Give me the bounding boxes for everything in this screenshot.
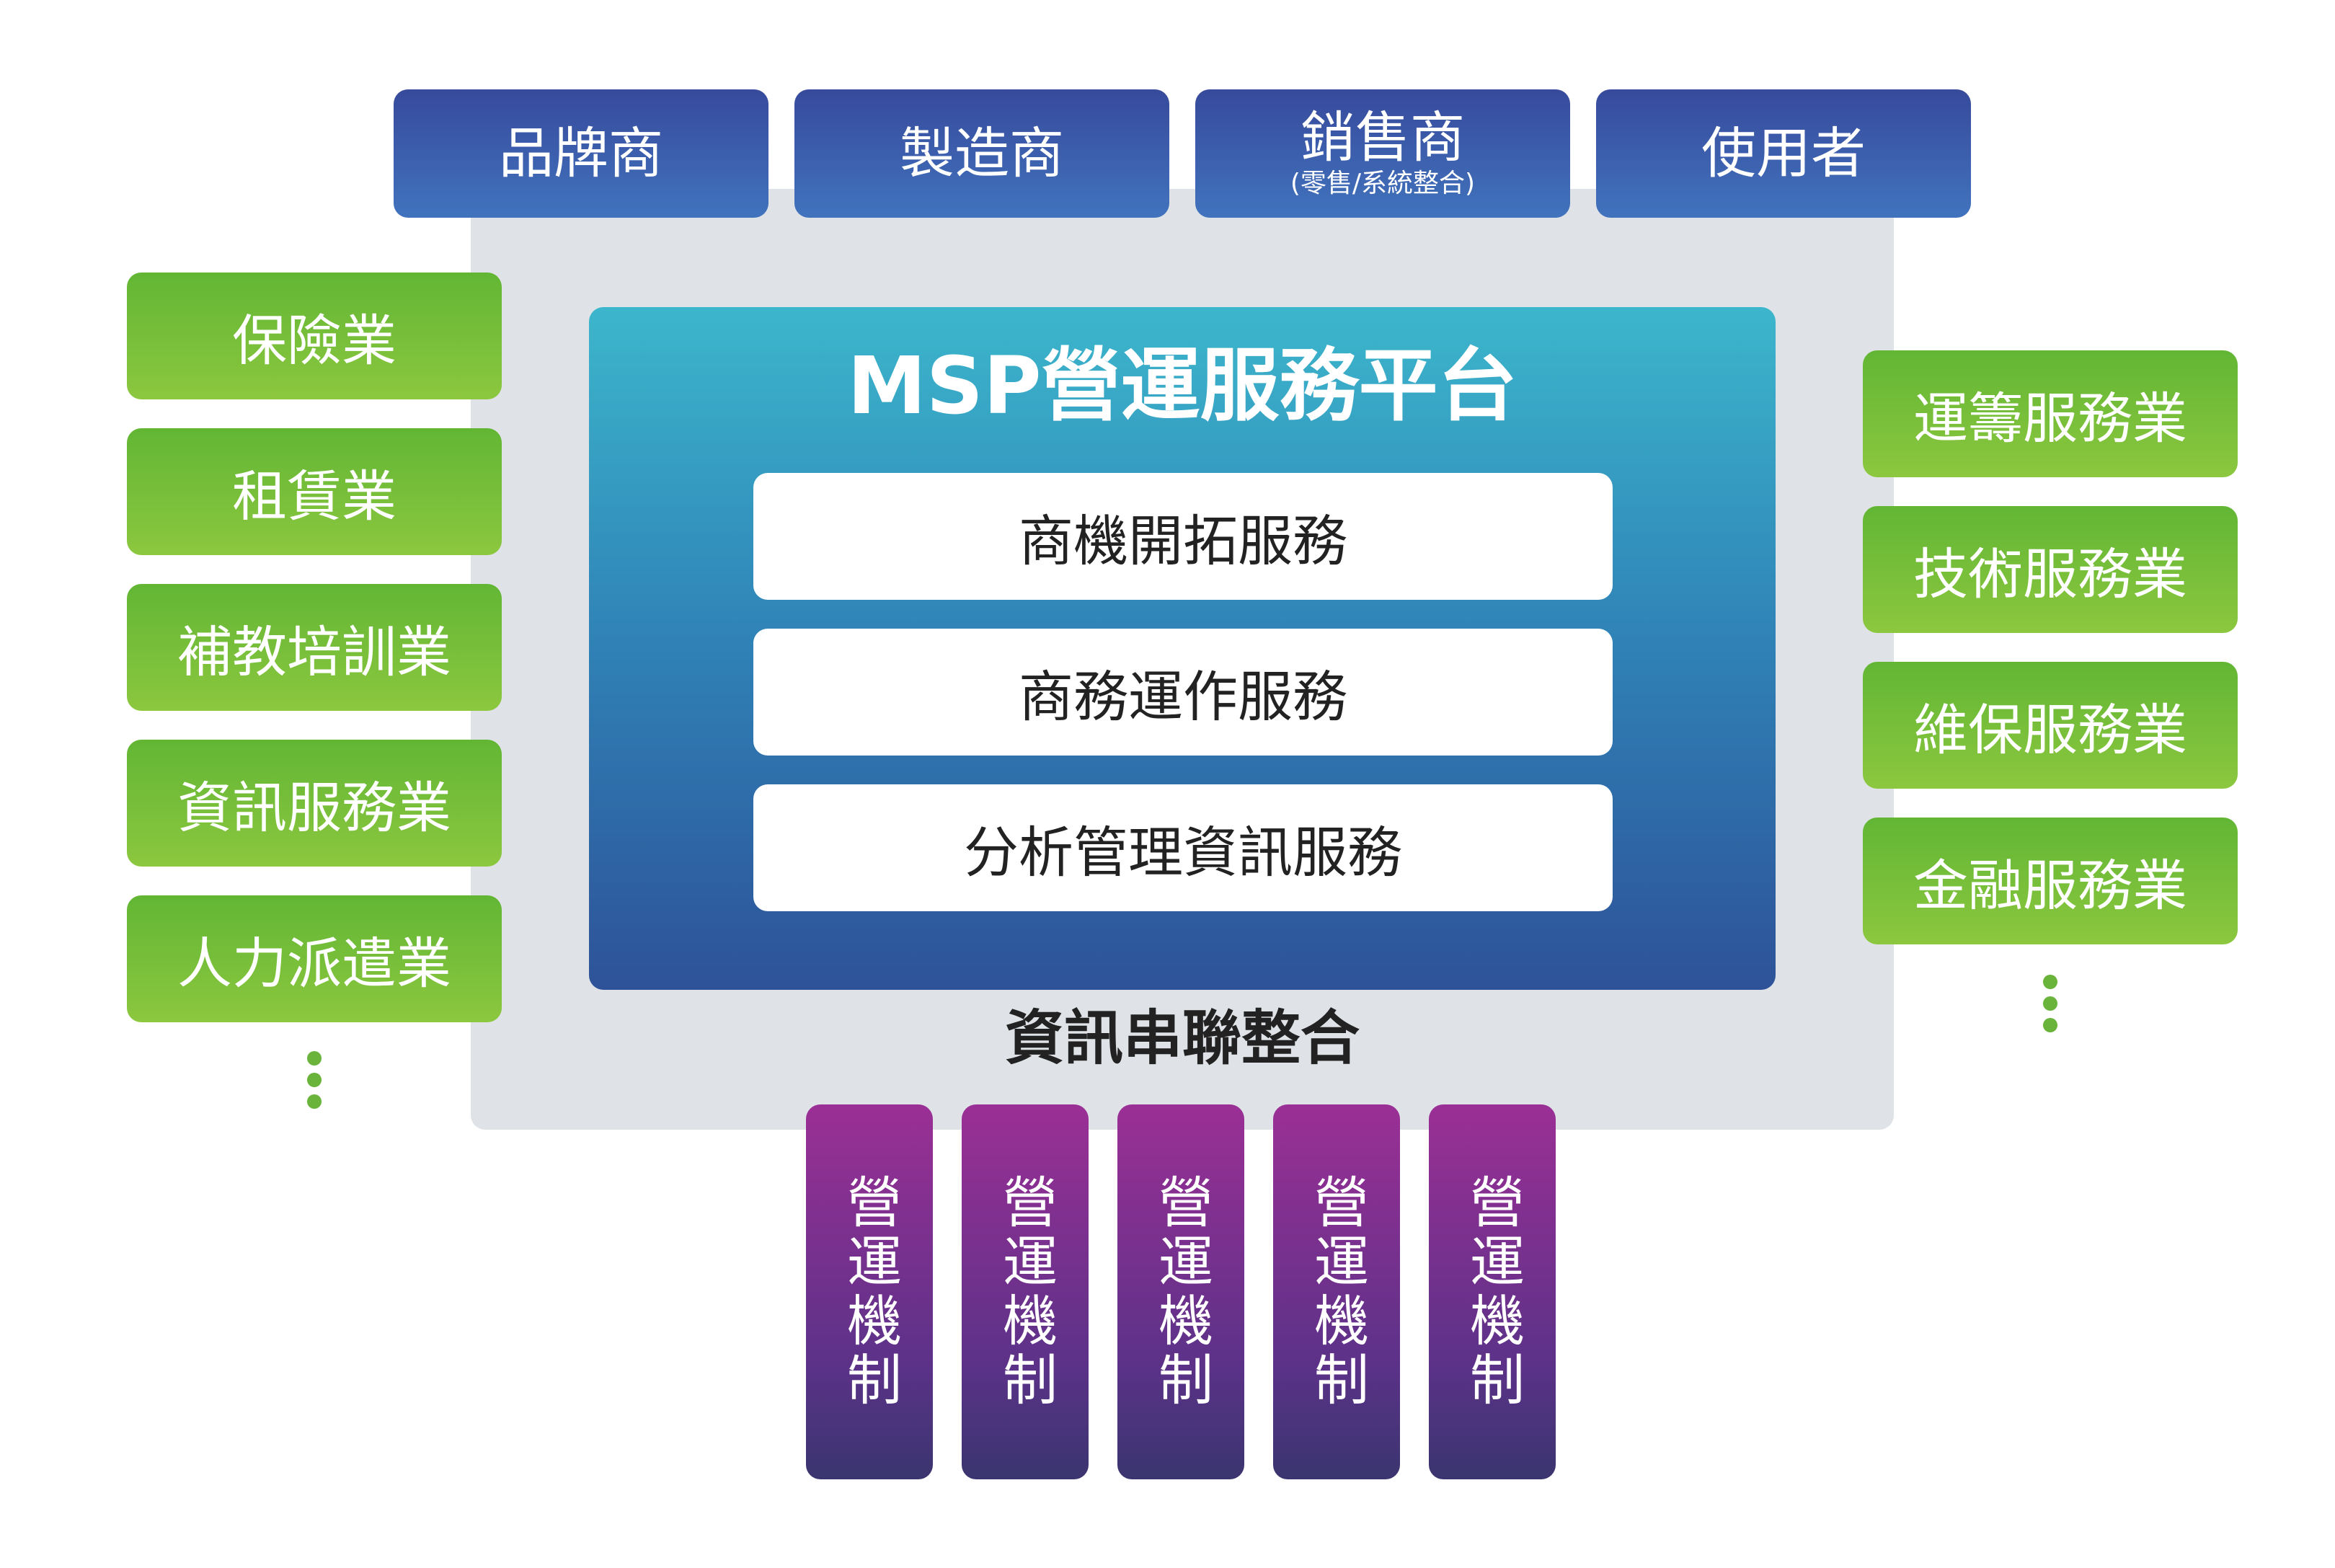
operation-mechanism: 營運機制 bbox=[806, 1104, 933, 1479]
left-industry-it-services: 資訊服務業 bbox=[127, 740, 502, 867]
integration-label: 資訊串聯整合 bbox=[1004, 1004, 1360, 1073]
stakeholder-label: 品牌商 bbox=[499, 121, 663, 185]
mechanism-label: 營運機制 bbox=[1461, 1174, 1525, 1410]
industry-label: 人力派遣業 bbox=[177, 931, 451, 996]
mechanism-label: 營運機制 bbox=[993, 1174, 1058, 1410]
mechanism-label: 營運機制 bbox=[1305, 1174, 1369, 1410]
right-more-ellipsis-icon bbox=[2043, 975, 2057, 1040]
right-industry-technical: 技術服務業 bbox=[1863, 506, 2238, 633]
left-industry-training: 補教培訓業 bbox=[127, 584, 502, 711]
right-industry-maintenance: 維保服務業 bbox=[1863, 662, 2238, 789]
stakeholder-label: 使用者 bbox=[1701, 121, 1866, 185]
industry-label: 資訊服務業 bbox=[177, 776, 451, 840]
right-industry-logistics: 運籌服務業 bbox=[1863, 350, 2238, 477]
industry-label: 金融服務業 bbox=[1913, 854, 2187, 918]
left-industry-staffing: 人力派遣業 bbox=[127, 895, 502, 1022]
stakeholder-label: 銷售商 bbox=[1301, 105, 1465, 169]
stakeholder-user: 使用者 bbox=[1596, 89, 1971, 218]
mechanism-label: 營運機制 bbox=[838, 1174, 902, 1410]
service-label: 商務運作服務 bbox=[1019, 665, 1347, 729]
stakeholder-seller: 銷售商 (零售/系統整合) bbox=[1195, 89, 1570, 218]
stakeholder-sublabel: (零售/系統整合) bbox=[1290, 169, 1476, 198]
stakeholder-manufacturer: 製造商 bbox=[794, 89, 1169, 218]
service-business-development: 商機開拓服務 bbox=[753, 473, 1613, 600]
left-industry-insurance: 保險業 bbox=[127, 273, 502, 399]
service-analytics-management: 分析管理資訊服務 bbox=[753, 784, 1613, 911]
industry-label: 技術服務業 bbox=[1913, 542, 2187, 606]
stakeholder-label: 製造商 bbox=[900, 121, 1064, 185]
industry-label: 運籌服務業 bbox=[1913, 386, 2187, 451]
industry-label: 維保服務業 bbox=[1913, 698, 2187, 762]
mechanism-label: 營運機制 bbox=[1149, 1174, 1213, 1410]
operation-mechanism: 營運機制 bbox=[1273, 1104, 1400, 1479]
service-business-operations: 商務運作服務 bbox=[753, 629, 1613, 756]
operation-mechanism: 營運機制 bbox=[962, 1104, 1089, 1479]
industry-label: 保險業 bbox=[232, 309, 396, 373]
operation-mechanism: 營運機制 bbox=[1429, 1104, 1556, 1479]
industry-label: 租賃業 bbox=[232, 464, 396, 528]
operation-mechanism: 營運機制 bbox=[1117, 1104, 1244, 1479]
left-industry-leasing: 租賃業 bbox=[127, 428, 502, 555]
left-more-ellipsis-icon bbox=[307, 1051, 322, 1116]
platform-title: MSP營運服務平台 bbox=[847, 340, 1517, 432]
service-label: 商機開拓服務 bbox=[1019, 509, 1347, 573]
service-label: 分析管理資訊服務 bbox=[964, 820, 1402, 885]
right-industry-finance: 金融服務業 bbox=[1863, 818, 2238, 944]
stakeholder-brand: 品牌商 bbox=[394, 89, 768, 218]
industry-label: 補教培訓業 bbox=[177, 620, 451, 684]
